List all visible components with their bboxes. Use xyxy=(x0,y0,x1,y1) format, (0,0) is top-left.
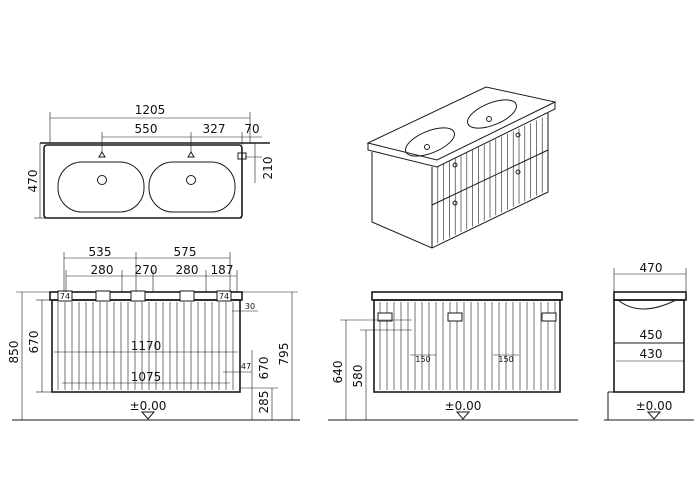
front-body xyxy=(51,299,241,393)
dim-670-right: 670 xyxy=(257,357,271,380)
dim-1205: 1205 xyxy=(135,103,166,117)
right-tap-icon xyxy=(187,151,195,158)
iso-knob-icon xyxy=(452,200,458,206)
basin-outline xyxy=(43,144,243,219)
front-fluting xyxy=(57,302,234,390)
iso-knob-icon xyxy=(452,162,458,168)
dim-30: 30 xyxy=(245,302,255,311)
side-bowl-profile xyxy=(617,299,677,310)
dim-795: 795 xyxy=(277,343,291,366)
dim-70: 70 xyxy=(244,122,259,136)
dim-1170: 1170 xyxy=(131,339,162,353)
left-bowl xyxy=(57,161,145,213)
dim-850: 850 xyxy=(7,341,21,364)
dim-210: 210 xyxy=(261,157,275,180)
right-bowl xyxy=(148,161,236,213)
back-top-slab xyxy=(371,291,563,301)
iso-left-bowl xyxy=(405,127,455,157)
dim-150-right: 150 xyxy=(498,355,513,364)
back-view: 150 150 640 580 ±0.00 xyxy=(328,291,578,421)
dim-430-side: 430 xyxy=(640,347,663,361)
level-marker-icon xyxy=(140,411,156,420)
left-tap-icon xyxy=(98,151,106,158)
dim-280-left: 280 xyxy=(91,263,114,277)
marker-74-right: 74 xyxy=(219,292,229,301)
dim-450-side: 450 xyxy=(640,328,663,342)
dim-327: 327 xyxy=(203,122,226,136)
left-drain-icon xyxy=(97,175,107,185)
top-view: 1205 550 327 70 210 470 xyxy=(26,103,275,219)
dim-470-side: 470 xyxy=(640,261,663,275)
level-side: ±0.00 xyxy=(636,399,673,413)
iso-knob-icon xyxy=(515,169,521,175)
iso-right-drain-icon xyxy=(486,116,492,122)
dim-640: 640 xyxy=(331,361,345,384)
dim-47: 47 xyxy=(241,362,251,371)
dim-670-left: 670 xyxy=(27,331,41,354)
iso-top-edge xyxy=(367,102,556,168)
side-view: 470 450 430 ±0.00 xyxy=(604,261,694,421)
dim-187: 187 xyxy=(211,263,234,277)
dim-280-right: 280 xyxy=(176,263,199,277)
back-fluting xyxy=(379,302,556,390)
level-front: ±0.00 xyxy=(130,399,167,413)
side-body xyxy=(613,299,685,393)
dim-535: 535 xyxy=(89,245,112,259)
dim-575: 575 xyxy=(174,245,197,259)
right-drain-icon xyxy=(186,175,196,185)
iso-right-bowl xyxy=(467,99,517,129)
front-view: 74 74 535 575 280 270 280 187 30 1170 10… xyxy=(7,245,300,421)
dim-580: 580 xyxy=(351,365,365,388)
iso-fluting xyxy=(437,117,543,244)
dim-270: 270 xyxy=(135,263,158,277)
dim-550: 550 xyxy=(135,122,158,136)
marker-box xyxy=(57,290,73,302)
level-back: ±0.00 xyxy=(445,399,482,413)
iso-left-drain-icon xyxy=(424,144,430,150)
iso-top xyxy=(366,86,557,161)
iso-knob-icon xyxy=(515,132,521,138)
isometric-view xyxy=(366,86,557,249)
dim-150-left: 150 xyxy=(415,355,430,364)
side-top-slab xyxy=(613,291,687,301)
marker-box xyxy=(216,290,232,302)
level-marker-icon xyxy=(455,411,471,420)
marker-74-left: 74 xyxy=(60,292,70,301)
back-body xyxy=(373,299,561,393)
dim-470: 470 xyxy=(26,170,40,193)
dim-285: 285 xyxy=(257,391,271,414)
front-top-slab xyxy=(49,291,243,301)
level-marker-icon xyxy=(646,411,662,420)
overflow-icon xyxy=(237,152,247,160)
dim-1075: 1075 xyxy=(131,370,162,384)
